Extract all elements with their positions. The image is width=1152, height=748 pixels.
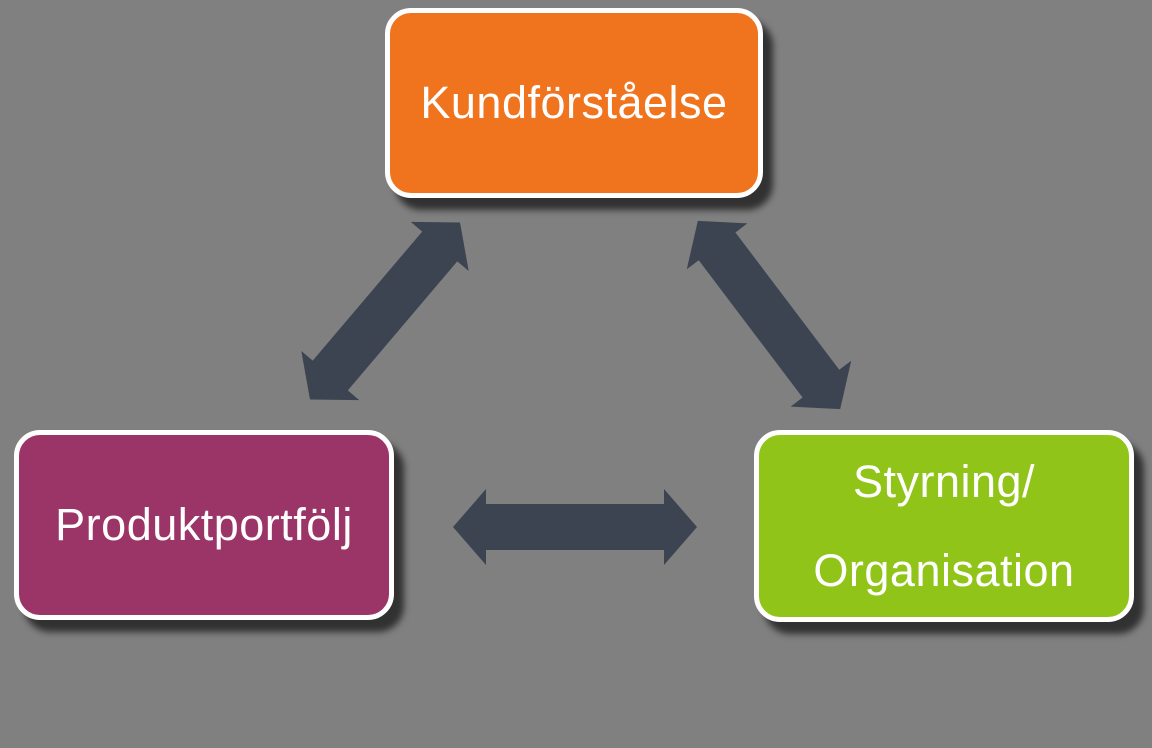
double-arrow-kundforstaelse-produktportfolj-icon xyxy=(301,221,469,401)
node-styrning-organisation: Styrning/ Organisation xyxy=(754,430,1134,622)
node-produktportfolj-label: Produktportfölj xyxy=(55,499,353,551)
node-styrning-organisation-label-line2: Organisation xyxy=(813,545,1075,596)
node-styrning-organisation-label-line1: Styrning/ xyxy=(852,455,1036,507)
node-kundforstaelse-label: Kundförståelse xyxy=(420,77,728,129)
node-kundforstaelse: Kundförståelse xyxy=(385,8,763,198)
double-arrow-kundforstaelse-styrning-icon xyxy=(686,220,852,410)
node-produktportfolj: Produktportfölj xyxy=(14,430,394,620)
node-styrning-organisation-label: Styrning/ Organisation xyxy=(813,455,1075,596)
double-arrow-produktportfolj-styrning-icon xyxy=(453,489,697,565)
